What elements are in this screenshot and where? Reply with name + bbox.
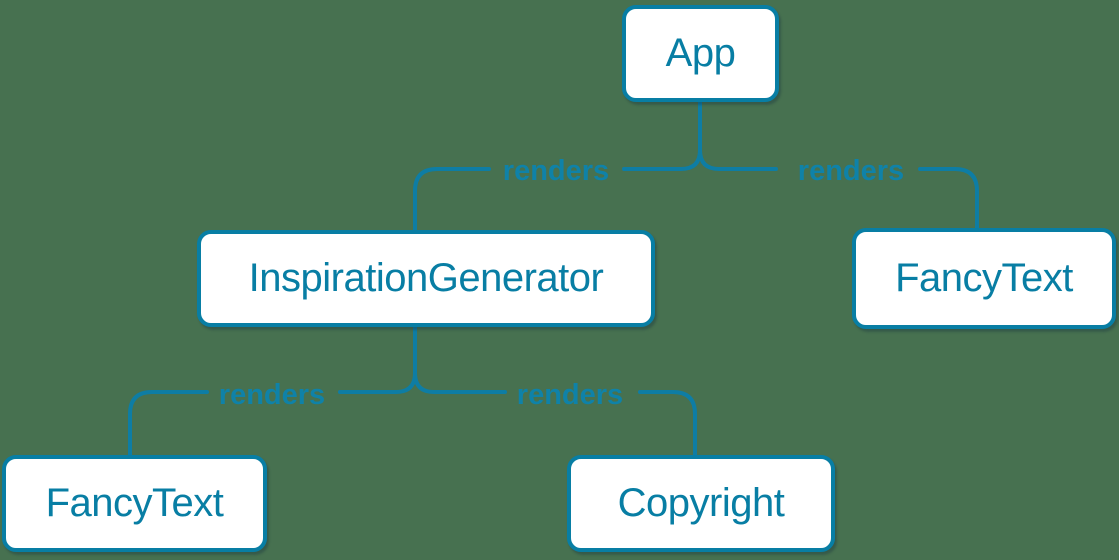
edge-label-renders-1: renders bbox=[503, 155, 609, 187]
edge-label-renders-3: renders bbox=[219, 379, 325, 411]
edge-ig-stem-right bbox=[413, 371, 507, 394]
edge-label-renders-4: renders bbox=[517, 379, 623, 411]
node-copyright: Copyright bbox=[567, 455, 835, 552]
edge-app-stem-left bbox=[622, 100, 702, 171]
node-fancy-text-bottom: FancyText bbox=[2, 455, 267, 552]
edge-to-fancy-text-bottom bbox=[128, 390, 209, 458]
node-fancy-text-top: FancyText bbox=[852, 228, 1116, 329]
edge-label-renders-2: renders bbox=[798, 155, 904, 187]
node-app: App bbox=[622, 5, 779, 102]
edge-to-inspiration-generator bbox=[413, 167, 491, 232]
edge-app-stem-right bbox=[698, 148, 778, 171]
edge-to-copyright bbox=[638, 390, 697, 458]
edge-ig-stem-left bbox=[338, 325, 417, 394]
node-inspiration-generator: InspirationGenerator bbox=[197, 230, 655, 327]
edge-to-fancy-text-top bbox=[918, 167, 979, 231]
